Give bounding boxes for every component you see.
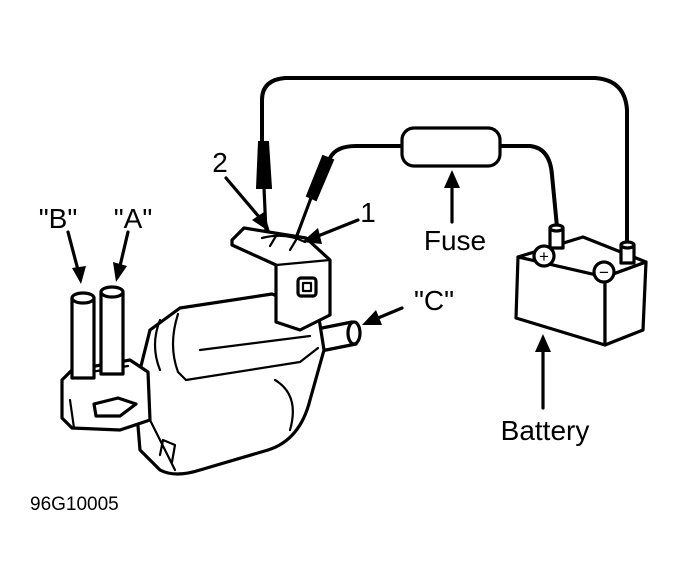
label-fuse: Fuse — [424, 225, 486, 256]
probe-right — [294, 154, 335, 240]
battery-component: + − — [514, 223, 648, 347]
label-battery: Battery — [501, 415, 590, 446]
solenoid-valve — [60, 226, 362, 476]
electrical-connector — [230, 226, 332, 332]
label-port-c: "C" — [414, 285, 454, 316]
solenoid-main-body — [133, 292, 326, 476]
battery-positive-post — [548, 223, 565, 250]
figure-id: 96G10005 — [30, 494, 119, 515]
label-terminal-1: 1 — [360, 197, 376, 228]
label-terminal-2: 2 — [212, 147, 228, 178]
test-wiring — [260, 76, 629, 247]
battery-negative-post — [619, 240, 636, 265]
port-b-nipple — [70, 291, 96, 380]
leader-arrows — [66, 170, 551, 410]
wire-to-fuse — [328, 144, 404, 160]
label-port-b: "B" — [39, 203, 78, 234]
battery-positive-symbol: + — [532, 244, 556, 268]
wire-to-battery-negative — [260, 76, 629, 247]
fuse-component — [400, 126, 502, 168]
labels: "B" "A" 2 1 "C" Fuse Battery 96G10005 — [30, 147, 589, 515]
battery-negative-symbol: − — [592, 260, 616, 284]
negative-sign: − — [599, 263, 609, 282]
label-port-a: "A" — [114, 203, 153, 234]
port-a-nipple — [99, 285, 125, 376]
positive-sign: + — [539, 247, 549, 266]
wire-fuse-to-battery-positive — [498, 144, 559, 229]
